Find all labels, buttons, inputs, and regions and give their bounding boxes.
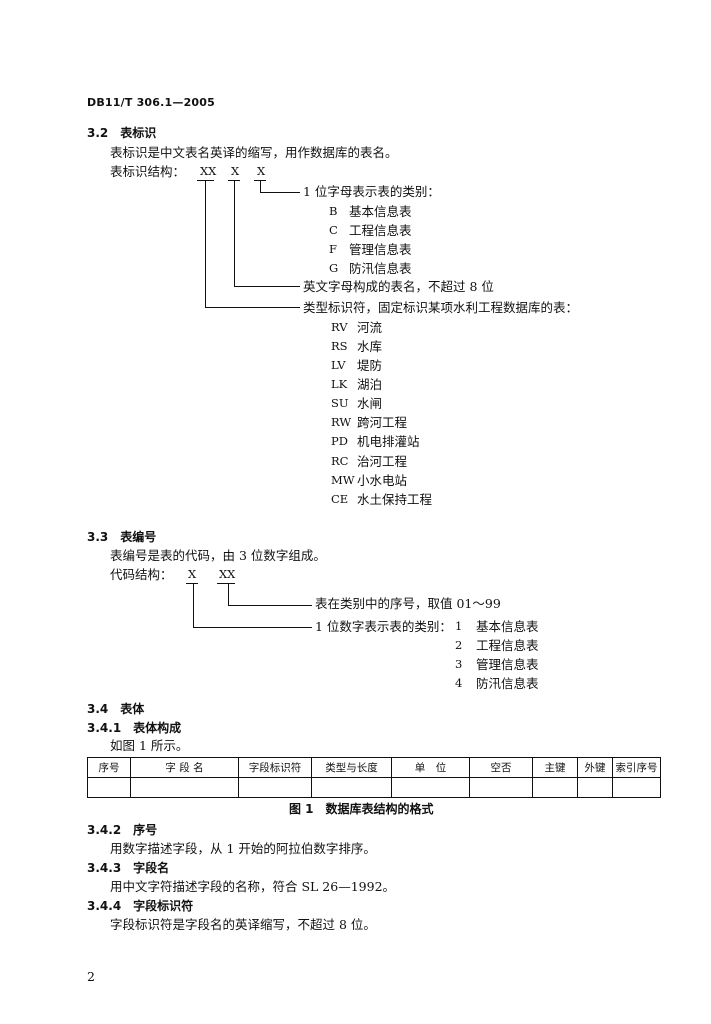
- type-name: 堤防: [357, 358, 383, 373]
- category-name: 防汛信息表: [349, 261, 412, 276]
- digit-category-code: 2: [455, 638, 463, 652]
- bracket-name-horizontal: [234, 286, 300, 287]
- table-id-structure-label: 表标识结构：: [110, 164, 186, 179]
- digit-category-description: 1 位数字表示表的类别：: [315, 619, 452, 634]
- section-3-3-heading: 3.3 表编号: [87, 530, 157, 544]
- placeholder-name: X: [231, 164, 240, 178]
- type-code: LK: [331, 377, 348, 391]
- document-code: DB11/T 306.1—2005: [87, 96, 215, 109]
- table-header-cell: 外键: [577, 757, 613, 778]
- type-code: CE: [331, 492, 349, 506]
- table-header-row: 序号 字 段 名 字段标识符 类型与长度 单 位 空否 主键 外键 索引序号: [87, 757, 661, 778]
- type-code: RW: [331, 415, 352, 429]
- name-description: 英文字母构成的表名，不超过 8 位: [303, 279, 494, 294]
- table-cell: [577, 777, 613, 798]
- digit-category-name: 基本信息表: [476, 619, 539, 634]
- type-name: 机电排灌站: [357, 434, 420, 449]
- type-code: PD: [331, 434, 348, 448]
- code-structure-label: 代码结构：: [110, 567, 173, 582]
- section-3-2-heading: 3.2 表标识: [87, 126, 157, 140]
- category-code: F: [329, 242, 337, 256]
- table-cell: [238, 777, 312, 798]
- type-description: 类型标识符，固定标识某项水利工程数据库的表：: [303, 300, 579, 315]
- seq-description: 表在类别中的序号，取值 01～99: [315, 596, 501, 611]
- section-3-4-3-text: 用中文字符描述字段的名称，符合 SL 26—1992。: [110, 879, 396, 894]
- digit-category-code: 4: [455, 676, 463, 690]
- category-name: 管理信息表: [349, 242, 412, 257]
- underline-digit-category: [186, 583, 198, 584]
- digit-category-code: 3: [455, 657, 463, 671]
- placeholder-digit-seq: XX: [219, 567, 236, 581]
- section-3-4-2-text: 用数字描述字段，从 1 开始的阿拉伯数字排序。: [110, 841, 376, 856]
- section-3-4-3-heading: 3.4.3 字段名: [87, 861, 170, 875]
- table-cell: [87, 777, 131, 798]
- table-header-cell: 字段标识符: [238, 757, 312, 778]
- type-name: 小水电站: [357, 473, 408, 488]
- section-3-3-intro: 表编号是表的代码，由 3 位数字组成。: [110, 548, 326, 563]
- section-3-4-1-heading: 3.4.1 表体构成: [87, 721, 182, 735]
- category-code: G: [329, 261, 339, 275]
- type-name: 河流: [357, 320, 383, 335]
- digit-category-name: 管理信息表: [476, 657, 539, 672]
- table-cell: [532, 777, 578, 798]
- type-code: LV: [331, 358, 346, 372]
- type-code: MW: [331, 473, 355, 487]
- table-header-cell: 索引序号: [612, 757, 661, 778]
- figure-caption: 图 1 数据库表结构的格式: [289, 802, 434, 816]
- table-header-cell: 主键: [532, 757, 578, 778]
- digit-category-code: 1: [455, 619, 463, 633]
- underline-digit-seq: [217, 583, 235, 584]
- section-3-4-4-heading: 3.4.4 字段标识符: [87, 899, 194, 913]
- type-name: 水库: [357, 339, 383, 354]
- section-3-4-2-heading: 3.4.2 序号: [87, 823, 158, 837]
- type-name: 水闸: [357, 396, 383, 411]
- type-code: RS: [331, 339, 348, 353]
- table-header-cell: 序号: [87, 757, 131, 778]
- category-name: 基本信息表: [349, 204, 412, 219]
- table-cell: [469, 777, 533, 798]
- table-structure-figure: 序号 字 段 名 字段标识符 类型与长度 单 位 空否 主键 外键 索引序号: [87, 757, 661, 798]
- bracket-seq-vertical: [228, 583, 229, 605]
- bracket-name-vertical: [234, 180, 235, 286]
- category-name: 工程信息表: [349, 223, 412, 238]
- bracket-category-horizontal: [260, 192, 300, 193]
- table-row: [87, 777, 661, 798]
- table-cell: [612, 777, 661, 798]
- table-cell: [311, 777, 392, 798]
- category-code: C: [329, 223, 338, 237]
- bracket-digit-category-vertical: [193, 583, 194, 627]
- bracket-type-horizontal: [205, 307, 300, 308]
- table-header-cell: 字 段 名: [130, 757, 239, 778]
- page-number: 2: [87, 969, 95, 984]
- category-code: B: [329, 204, 338, 218]
- bracket-digit-category-horizontal: [193, 627, 312, 628]
- section-3-4-4-text: 字段标识符是字段名的英译缩写，不超过 8 位。: [110, 917, 376, 932]
- section-3-4-heading: 3.4 表体: [87, 702, 145, 716]
- section-3-4-1-text: 如图 1 所示。: [110, 738, 189, 753]
- bracket-seq-horizontal: [228, 605, 312, 606]
- placeholder-digit-category: X: [188, 567, 197, 581]
- table-cell: [130, 777, 239, 798]
- type-code: SU: [331, 396, 349, 410]
- type-name: 治河工程: [357, 454, 408, 469]
- table-cell: [391, 777, 470, 798]
- type-name: 跨河工程: [357, 415, 408, 430]
- type-code: RC: [331, 454, 349, 468]
- table-header-cell: 单 位: [391, 757, 470, 778]
- bracket-category-vertical: [260, 180, 261, 192]
- type-name: 湖泊: [357, 377, 383, 392]
- type-code: RV: [331, 320, 348, 334]
- bracket-type-vertical: [205, 180, 206, 307]
- category-description: 1 位字母表示表的类别：: [303, 184, 440, 199]
- type-name: 水土保持工程: [357, 492, 433, 507]
- placeholder-category: X: [257, 164, 266, 178]
- section-3-2-intro: 表标识是中文表名英译的缩写，用作数据库的表名。: [110, 145, 398, 160]
- digit-category-name: 防汛信息表: [476, 676, 539, 691]
- table-header-cell: 空否: [469, 757, 533, 778]
- table-header-cell: 类型与长度: [311, 757, 392, 778]
- digit-category-name: 工程信息表: [476, 638, 539, 653]
- placeholder-type: XX: [200, 164, 217, 178]
